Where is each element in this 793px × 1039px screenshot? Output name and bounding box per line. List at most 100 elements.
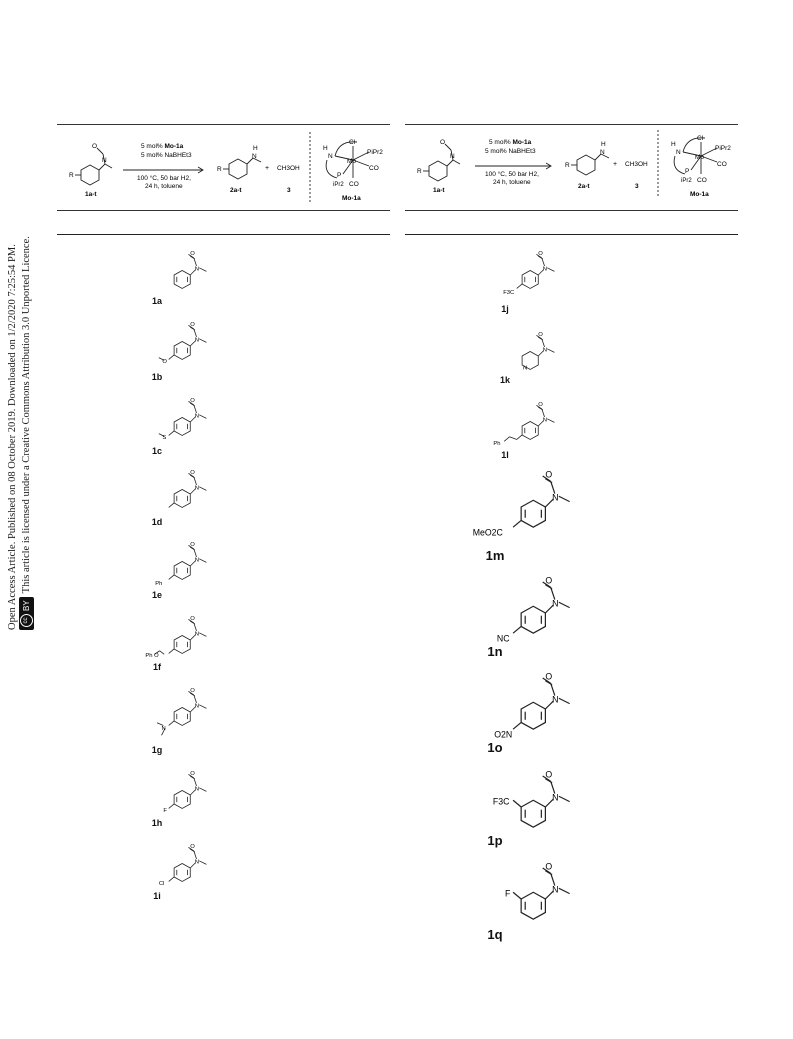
scheme-left-R: R <box>69 172 74 179</box>
atom-N: N <box>195 558 199 564</box>
atom-N: N <box>552 694 558 704</box>
compound-label-1l: 1l <box>501 450 509 460</box>
atom-N: N <box>195 486 199 492</box>
catalyst-Cl-left: Cl <box>349 139 356 146</box>
catalyst-P-left: P <box>337 172 341 179</box>
compound-label-1o: 1o <box>487 740 503 755</box>
substituent-1b: O <box>162 359 167 365</box>
reaction-scheme-left: N O R 1a-t 5 mol% Mo-1a 5 mol% NaBHEt3 1… <box>57 126 390 208</box>
conditions-line1-left: 5 mol% Mo-1a <box>141 143 184 150</box>
scheme-right-R: R <box>417 168 422 175</box>
compound-1p-structure: N O F3C <box>470 762 575 852</box>
catalyst-N-left: N <box>328 153 333 160</box>
atom-ring-N: N <box>523 365 527 371</box>
scheme-left-R2: R <box>217 166 222 173</box>
methanol-label-right: 3 <box>635 183 639 190</box>
catalyst-N-right: N <box>676 149 681 156</box>
cc-icon: cc <box>20 614 33 627</box>
substituent-1e: Ph <box>155 581 162 587</box>
conditions-line2-right: 5 mol% NaBHEt3 <box>485 148 536 155</box>
compound-1k-structure: N O N <box>488 326 558 386</box>
substituent-1n: NC <box>497 633 510 643</box>
left-top-rule <box>57 124 390 125</box>
scheme-right-H: H <box>601 141 606 148</box>
plus-left: + <box>265 165 269 172</box>
catalyst-PiPr2-right: PiPr2 <box>715 145 731 152</box>
atom-O: O <box>545 575 552 585</box>
compound-label-1a: 1a <box>151 296 162 306</box>
catalyst-iPr2-left: iPr2 <box>333 182 344 188</box>
atom-N: N <box>552 492 558 502</box>
compound-label-1q: 1q <box>487 927 503 942</box>
substituent-1f: Ph O <box>145 653 159 659</box>
atom-O: O <box>545 769 552 779</box>
compound-label-1e: 1e <box>151 590 162 600</box>
scheme-left-N: N <box>102 157 107 164</box>
atom-N: N <box>195 787 199 793</box>
catalyst-CO2-right: CO <box>697 177 707 184</box>
compound-label-1b: 1b <box>151 372 163 382</box>
left-mid-rule <box>57 210 390 211</box>
substrate-label-right: 1a-t <box>433 187 445 194</box>
compound-label-1j: 1j <box>501 304 509 314</box>
conditions-line4-left: 24 h, toluene <box>145 183 183 190</box>
scheme-right-O: O <box>440 139 445 146</box>
substituent-1i: Cl <box>159 881 165 887</box>
open-access-side-note: Open Access Article. Published on 08 Oct… <box>6 190 34 630</box>
product-label-right: 2a-t <box>578 183 590 190</box>
atom-O: O <box>538 332 543 338</box>
atom-O: O <box>190 844 195 850</box>
atom-N: N <box>195 338 199 344</box>
catalyst-CO1-right: CO <box>717 161 727 168</box>
compound-1q-structure: N O F <box>470 854 575 944</box>
atom-N: N <box>543 267 547 273</box>
atom-N: N <box>195 632 199 638</box>
atom-N: N <box>552 792 558 802</box>
substituent-1q: F <box>505 888 510 898</box>
scheme-left-N2: N <box>252 153 257 160</box>
catalyst-label-right: Mo-1a <box>690 191 709 198</box>
left-header-rule <box>57 234 390 235</box>
catalyst-label-left: Mo-1a <box>342 195 361 202</box>
methanol-label-left: 3 <box>287 187 291 194</box>
compound-1h-structure: N O F <box>140 765 210 825</box>
atom-O: O <box>190 771 195 777</box>
catalyst-H-right: H <box>671 141 676 148</box>
scheme-right-N2: N <box>600 149 605 156</box>
compound-label-1p: 1p <box>487 833 503 848</box>
reaction-scheme-left-graphic: N O R 1a-t 5 mol% Mo-1a 5 mol% NaBHEt3 1… <box>69 132 383 202</box>
substituent-1o: O2N <box>494 729 512 739</box>
atom-O: O <box>190 542 195 548</box>
compound-label-1c: 1c <box>151 446 162 456</box>
conditions-line2-left: 5 mol% NaBHEt3 <box>141 152 192 159</box>
substituent-1p: F3C <box>493 796 510 806</box>
scheme-left-O: O <box>92 143 97 150</box>
atom-N: N <box>543 348 547 354</box>
compound-label-1f: 1f <box>152 662 161 672</box>
conditions-line4-right: 24 h, toluene <box>493 179 531 186</box>
compound-label-1n: 1n <box>487 644 503 659</box>
atom-N: N <box>552 884 558 894</box>
atom-O: O <box>545 861 552 871</box>
substituent-1h: F <box>163 808 167 814</box>
catalyst-Cl-right: Cl <box>697 135 704 142</box>
scheme-left-H: H <box>253 145 258 152</box>
atom-O: O <box>538 251 543 257</box>
compound-label-1d: 1d <box>151 517 163 527</box>
right-top-rule <box>405 124 738 125</box>
catalyst-CO2-left: CO <box>349 181 359 188</box>
catalyst-Mo-right: Mo <box>695 154 704 161</box>
conditions-line3-right: 100 °C, 50 bar H2, <box>485 170 539 178</box>
methanol-right: CH3OH <box>625 161 648 168</box>
scheme-right-N: N <box>450 153 455 160</box>
atom-O: O <box>190 251 195 257</box>
catalyst-P-right: P <box>685 168 689 175</box>
compound-label-1m: 1m <box>485 548 505 563</box>
right-header-rule <box>405 234 738 235</box>
